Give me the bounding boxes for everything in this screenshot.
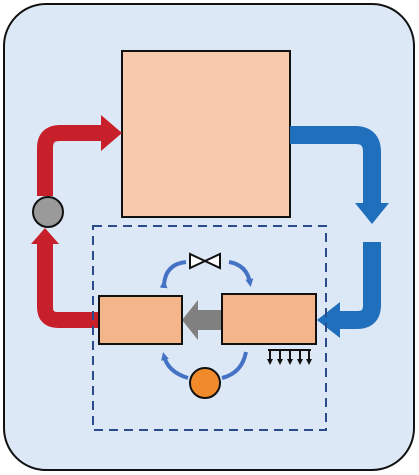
left-inner-unit [98, 295, 183, 345]
hot-lower-pipe [37, 242, 99, 328]
hot-upper-arrowhead [101, 115, 122, 151]
cycle-arc-lower-left [161, 352, 189, 380]
cycle-arc-upper-right [228, 260, 254, 287]
bowtie-valve-icon [189, 252, 221, 270]
internal-flow-head [182, 300, 198, 340]
hot-loop-arrows [31, 115, 122, 328]
large-heat-exchanger-box [121, 50, 291, 218]
dashed-subsystem-boundary [92, 225, 327, 431]
gray-circle-sensor-icon [32, 196, 64, 228]
cold-upper-arrowhead [355, 203, 389, 224]
cold-lower-pipe [338, 242, 381, 329]
cold-upper-pipe [290, 126, 381, 205]
internal-flow-arrow [182, 300, 222, 340]
cycle-arc-upper-left [159, 260, 187, 289]
orange-circle-pump-icon [189, 367, 221, 399]
cold-loop-arrows [290, 126, 389, 338]
downward-arrows-icon [267, 349, 312, 365]
hot-lower-arrowhead [31, 228, 59, 244]
internal-flow-shaft [196, 310, 222, 330]
cold-lower-arrowhead [317, 302, 340, 338]
hot-upper-pipe [37, 125, 105, 196]
cycle-arc-lower-right [221, 351, 248, 380]
right-inner-unit [221, 293, 317, 345]
